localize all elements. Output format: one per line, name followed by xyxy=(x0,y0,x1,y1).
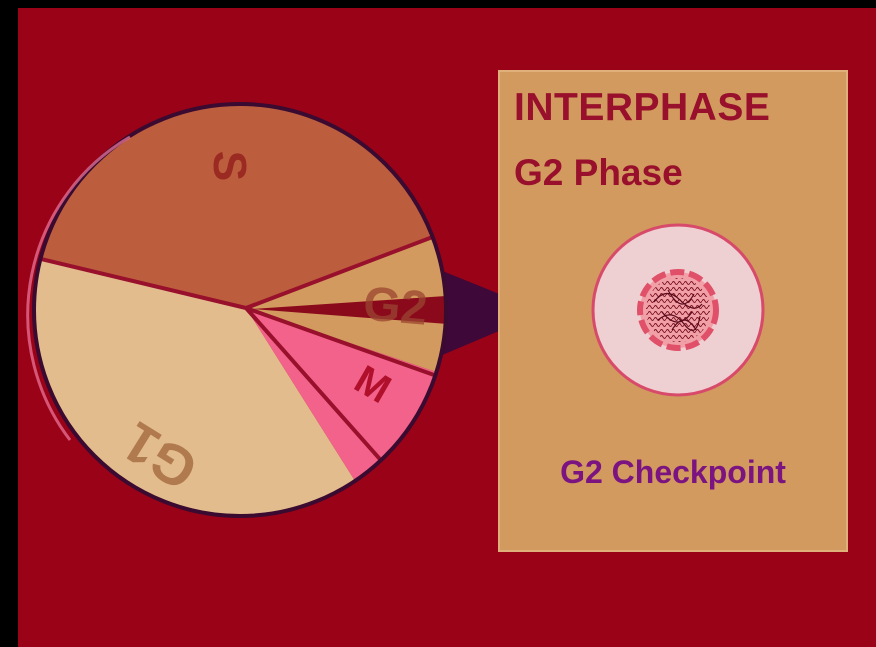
label-s: S xyxy=(204,151,256,182)
cell-illustration xyxy=(591,223,765,397)
interphase-info-box: INTERPHASE G2 Phase G2 Checkpoint xyxy=(498,70,848,552)
phase-title: G2 Phase xyxy=(514,152,683,193)
interphase-title: INTERPHASE xyxy=(514,86,771,129)
cell-cycle-circle xyxy=(32,102,448,518)
checkpoint-label: G2 Checkpoint xyxy=(560,454,786,490)
g2-marker-wedge xyxy=(252,295,446,325)
pointer-arrow xyxy=(440,270,544,356)
label-g2: G2 xyxy=(361,277,429,335)
segment-g1 xyxy=(34,254,386,516)
segment-s xyxy=(34,104,443,308)
